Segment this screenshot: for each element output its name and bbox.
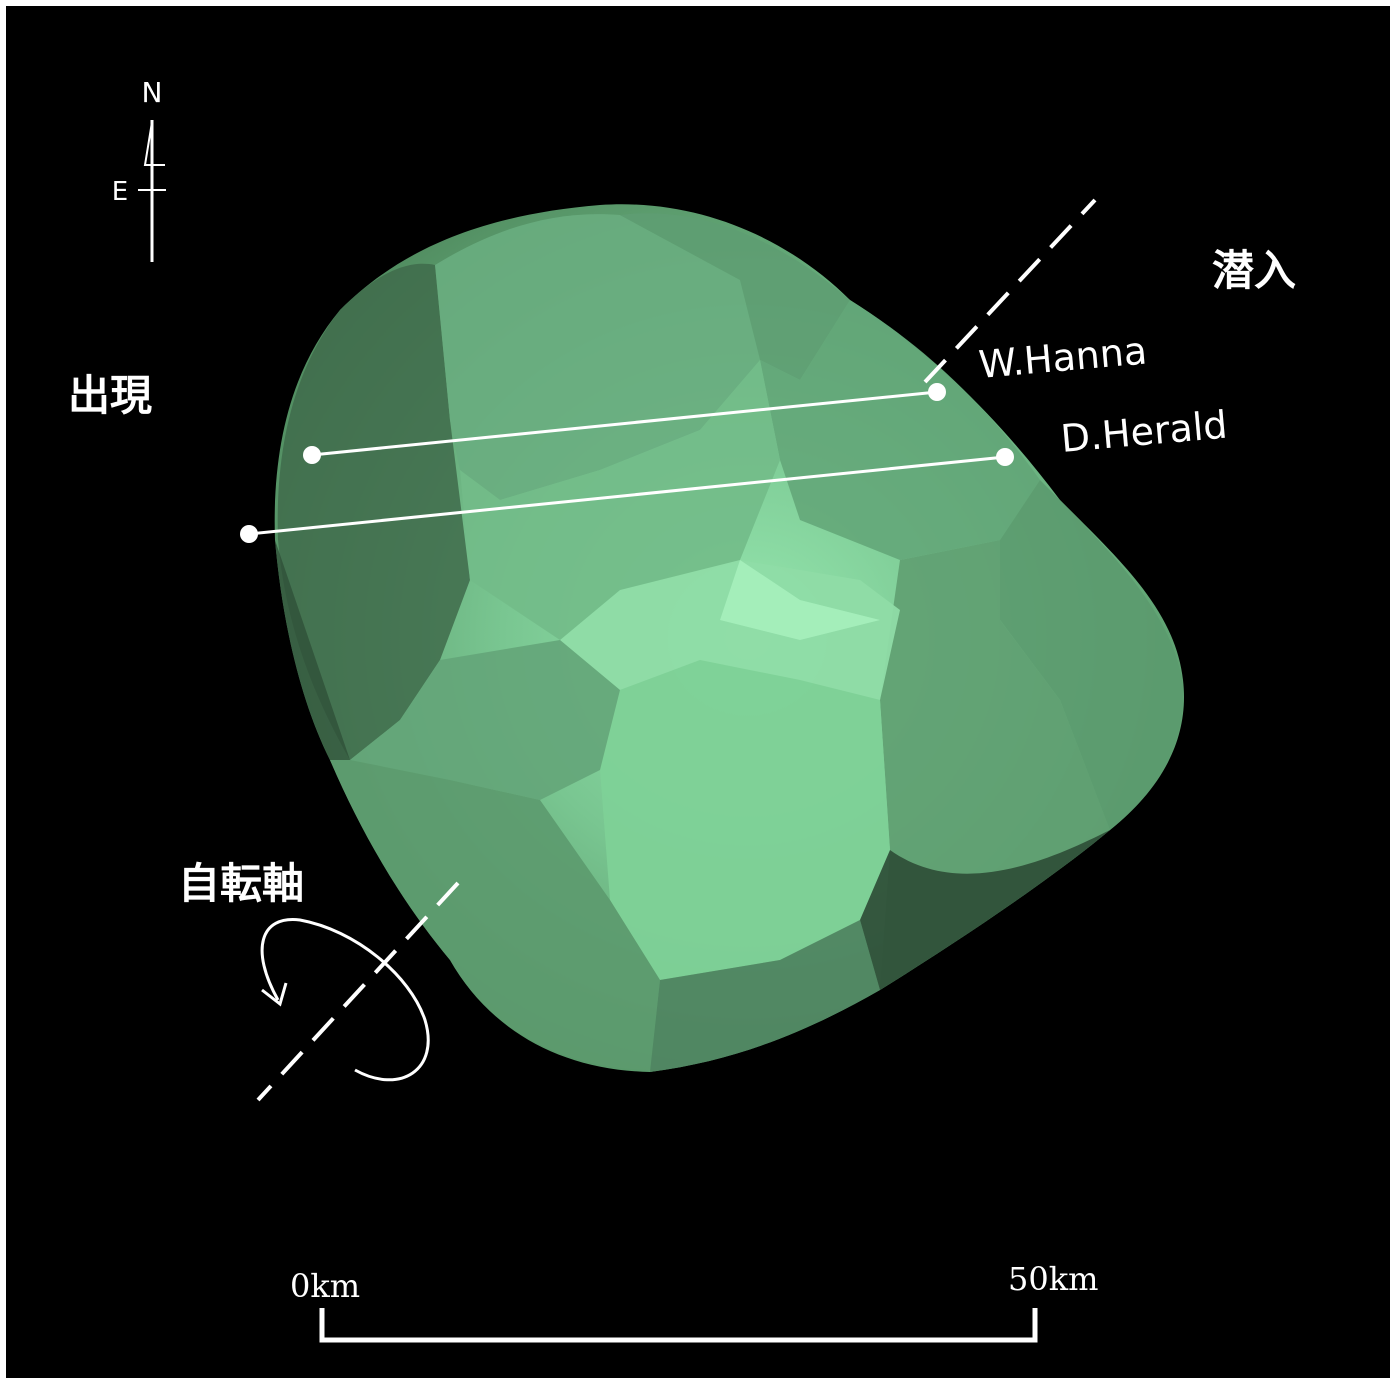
chord-w-hanna: [311, 390, 938, 457]
scale-bar-end-label: 50km: [1008, 1260, 1098, 1298]
rotation-arrow-icon: [260, 918, 430, 1082]
chord-d-herald-end-dot: [996, 448, 1014, 466]
observer-label-w-hanna: W.Hanna: [977, 328, 1149, 387]
observer-chords: [240, 383, 1014, 543]
rotation-axis-label: 自転軸: [178, 859, 304, 908]
chord-w-hanna-end-dot: [928, 383, 946, 401]
compass: N E: [112, 76, 166, 262]
observer-label-d-herald: D.Herald: [1059, 403, 1229, 461]
chord-d-herald: [248, 455, 1006, 536]
scale-bar-start-label: 0km: [290, 1267, 360, 1305]
disappearance-direction-line: [923, 198, 1097, 384]
north-label: N: [142, 76, 163, 109]
rotation-axis: 自転軸: [178, 859, 460, 1102]
east-label: E: [112, 177, 128, 207]
chord-w-hanna-start-dot: [303, 446, 321, 464]
rotation-axis-line: [256, 881, 460, 1102]
scale-bar: 0km 50km: [290, 1260, 1098, 1343]
reappearance-label: 出現: [68, 371, 152, 420]
asteroid-shape: [274, 204, 1185, 1073]
chord-d-herald-start-dot: [240, 525, 258, 543]
disappearance-label: 潜入: [1212, 246, 1296, 295]
